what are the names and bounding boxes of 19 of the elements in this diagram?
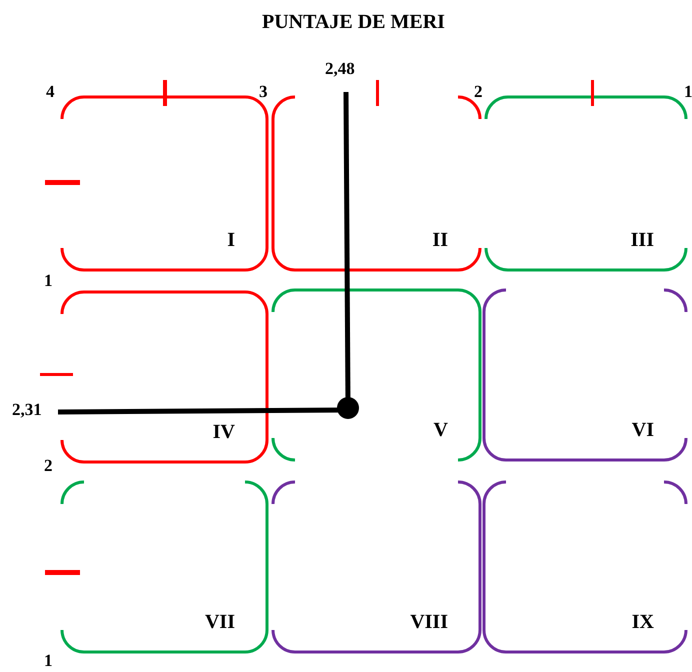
cell-numeral: I xyxy=(227,230,235,250)
value-label: 2,48 xyxy=(325,60,355,77)
cell-numeral: IV xyxy=(212,422,235,442)
cell-numeral: III xyxy=(630,230,654,250)
diagram-title: PUNTAJE DE MERI xyxy=(262,12,445,32)
axis-number: 3 xyxy=(259,83,268,100)
cell-numeral: II xyxy=(432,230,448,250)
axis-number: 4 xyxy=(46,83,54,100)
axis-number: 2 xyxy=(44,457,52,474)
axis-number: 1 xyxy=(44,272,52,289)
axis-number: 2 xyxy=(474,83,482,100)
cell-numeral: V xyxy=(434,420,448,440)
axis-number: 1 xyxy=(684,83,692,100)
cell-numeral: VII xyxy=(204,612,235,632)
cell-numeral: IX xyxy=(632,612,654,632)
axis-number: 1 xyxy=(44,652,52,669)
cell-numeral: VI xyxy=(632,420,654,440)
value-label: 2,31 xyxy=(12,401,42,418)
cell-numeral: VIII xyxy=(410,612,448,632)
